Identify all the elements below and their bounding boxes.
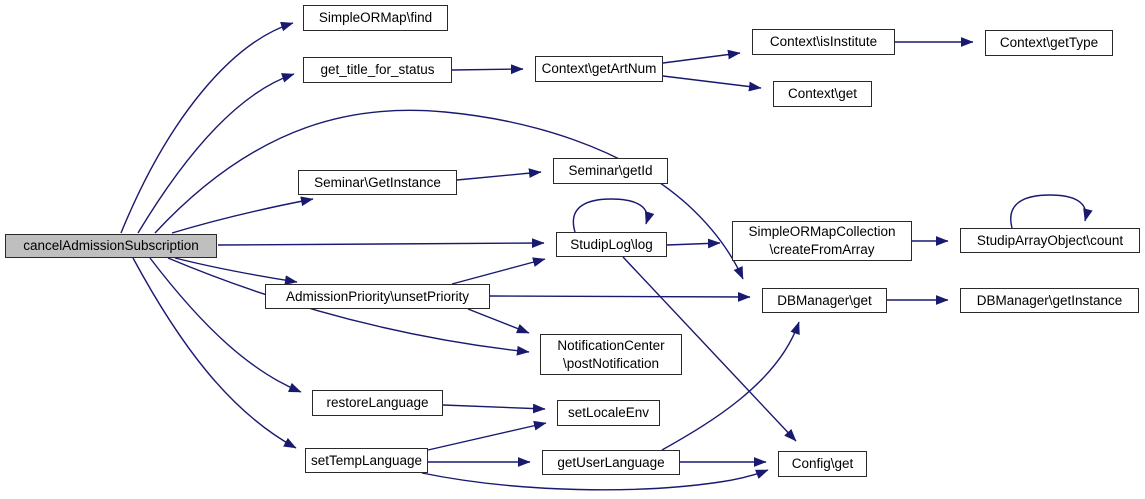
edge-count-to-count: [1010, 194, 1093, 229]
edge-slog-to-slog: [572, 198, 655, 233]
edge-slog-to-somc: [666, 238, 721, 249]
edge-cancel-to-seminst: [171, 196, 314, 234]
node-dbget[interactable]: DBManager\get: [762, 288, 887, 313]
edge-unset-to-dbget: [489, 292, 751, 302]
edge-seminst-to-semgetid: [456, 168, 542, 181]
edge-gtfs-to-artnum: [451, 64, 524, 75]
node-cfgget[interactable]: Config\get: [778, 451, 867, 477]
node-find[interactable]: SimpleORMap\find: [303, 5, 448, 31]
node-slog[interactable]: StudipLog\log: [556, 232, 667, 257]
edge-artnum-to-isinst: [662, 49, 741, 64]
edge-slog-to-cfgget: [622, 256, 797, 442]
node-dbinst[interactable]: DBManager\getInstance: [960, 288, 1139, 313]
edge-cancel-to-slog: [217, 238, 545, 248]
edge-cancel-to-unset: [174, 257, 298, 285]
node-count[interactable]: StudipArrayObject\count: [960, 228, 1140, 253]
node-isinst[interactable]: Context\isInstitute: [752, 29, 895, 55]
edge-cancel-to-notif: [167, 257, 530, 356]
node-somc[interactable]: SimpleORMapCollection \createFromArray: [732, 221, 912, 261]
node-cancel[interactable]: cancelAdmissionSubscription: [5, 234, 217, 258]
node-restore[interactable]: restoreLanguage: [312, 390, 443, 416]
node-gtfs[interactable]: get_title_for_status: [303, 57, 452, 83]
node-semgetid[interactable]: Seminar\getId: [553, 158, 668, 184]
node-artnum[interactable]: Context\getArtNum: [535, 56, 663, 82]
edge-settemp-to-setlocale: [427, 420, 547, 451]
node-unset[interactable]: AdmissionPriority\unsetPriority: [265, 284, 490, 309]
node-notif[interactable]: NotificationCenter \postNotification: [540, 334, 682, 375]
node-getulang[interactable]: getUserLanguage: [542, 450, 680, 475]
edge-getulang-to-dbget: [661, 321, 800, 451]
node-seminst[interactable]: Seminar\GetInstance: [298, 170, 457, 195]
edge-cancel-to-gtfs: [137, 73, 295, 234]
edge-cancel-to-restore: [149, 257, 302, 393]
edge-cancel-to-settemp: [132, 257, 297, 449]
edge-cancel-to-find: [120, 21, 294, 234]
node-setlocale[interactable]: setLocaleEnv: [557, 400, 660, 426]
node-ctxget[interactable]: Context\get: [773, 81, 872, 107]
edge-restore-to-setlocale: [442, 403, 546, 414]
edge-settemp-to-cfgget: [421, 469, 769, 491]
edge-unset-to-slog: [451, 257, 546, 285]
edge-cancel-to-dbget: [154, 109, 744, 280]
edge-unset-to-notif: [467, 308, 530, 334]
edge-artnum-to-ctxget: [662, 75, 762, 92]
node-gettype[interactable]: Context\getType: [985, 30, 1113, 56]
node-settemp[interactable]: setTempLanguage: [305, 448, 428, 473]
